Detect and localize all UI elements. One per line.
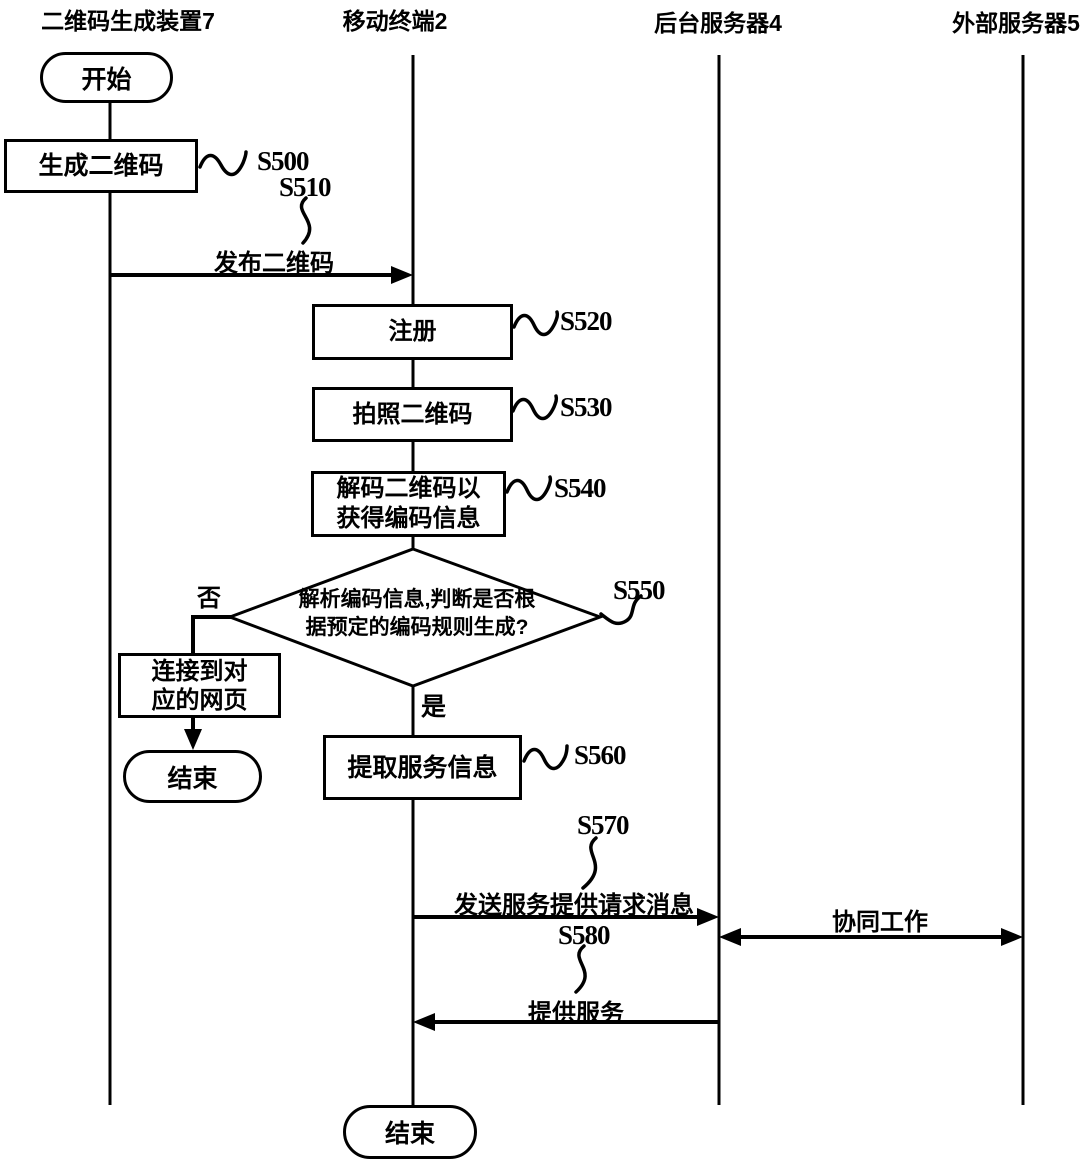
process-decode-qr: 解码二维码以 获得编码信息	[311, 471, 506, 537]
process-connect-webpage-line2: 应的网页	[151, 686, 248, 714]
end-bottom-terminator: 结束	[343, 1105, 477, 1159]
arrowhead-cooperate-right	[1001, 928, 1023, 946]
arrowhead-cooperate-left	[719, 928, 741, 946]
process-photo-qr: 拍照二维码	[312, 387, 513, 442]
end-left-terminator: 结束	[123, 750, 262, 803]
squiggle-s530	[511, 394, 559, 421]
start-terminator: 开始	[40, 52, 173, 103]
process-connect-webpage: 连接到对 应的网页	[118, 653, 281, 718]
decision-text-line2: 据预定的编码规则生成?	[305, 616, 529, 639]
step-label-s520: S520	[560, 306, 613, 336]
edge-cooperate-label: 协同工作	[832, 909, 928, 936]
step-label-s560: S560	[574, 740, 627, 770]
arrowhead-send-request	[697, 908, 719, 926]
lane-header-external-server: 外部服务器5	[952, 10, 1080, 36]
step-label-s530: S530	[560, 392, 613, 422]
squiggle-s570	[581, 836, 598, 890]
start-label: 开始	[81, 65, 132, 94]
squiggle-s500	[198, 150, 248, 177]
edge-provide-label: 提供服务	[528, 1000, 624, 1027]
squiggle-s580	[574, 944, 587, 994]
process-photo-qr-label: 拍照二维码	[352, 400, 473, 428]
squiggle-s510	[299, 196, 312, 245]
process-extract-service-label: 提取服务信息	[347, 753, 498, 782]
end-left-label: 结束	[167, 764, 218, 793]
arrowhead-end-left	[184, 729, 202, 750]
branch-no-line	[191, 615, 232, 653]
squiggle-s550	[599, 594, 643, 626]
edge-send-request-label: 发送服务提供请求消息	[454, 892, 694, 919]
decision-diamond	[225, 547, 605, 688]
process-register: 注册	[312, 304, 513, 360]
arrowhead-provide	[413, 1013, 435, 1031]
decision-text: 解析编码信息,判断是否根 据预定的编码规则生成?	[299, 586, 536, 642]
squiggle-s540	[505, 475, 553, 502]
lane-header-backend-server: 后台服务器4	[654, 10, 782, 36]
step-label-s580: S580	[558, 920, 611, 950]
lane-header-qr-generator: 二维码生成装置7	[41, 8, 215, 34]
process-generate-qr-label: 生成二维码	[38, 152, 164, 180]
process-extract-service: 提取服务信息	[323, 735, 522, 800]
step-label-s540: S540	[554, 473, 607, 503]
process-register-label: 注册	[388, 318, 437, 345]
step-label-s500: S500	[257, 146, 310, 176]
squiggle-s520	[512, 310, 560, 337]
branch-yes-label: 是	[421, 693, 447, 721]
edge-publish-label: 发布二维码	[214, 250, 334, 277]
squiggle-s560	[522, 744, 569, 771]
lane-header-mobile-terminal: 移动终端2	[342, 8, 448, 34]
branch-no-label: 否	[197, 585, 221, 612]
process-generate-qr: 生成二维码	[4, 139, 198, 193]
end-bottom-label: 结束	[384, 1120, 435, 1148]
step-label-s510: S510	[279, 172, 332, 202]
step-label-s550: S550	[613, 575, 666, 605]
step-label-s570: S570	[577, 810, 630, 840]
decision-text-line1: 解析编码信息,判断是否根	[298, 588, 536, 611]
process-decode-qr-line2: 获得编码信息	[336, 505, 481, 532]
process-connect-webpage-line1: 连接到对	[151, 657, 248, 685]
arrowhead-publish	[391, 266, 413, 284]
process-decode-qr-line1: 解码二维码以	[336, 475, 481, 502]
